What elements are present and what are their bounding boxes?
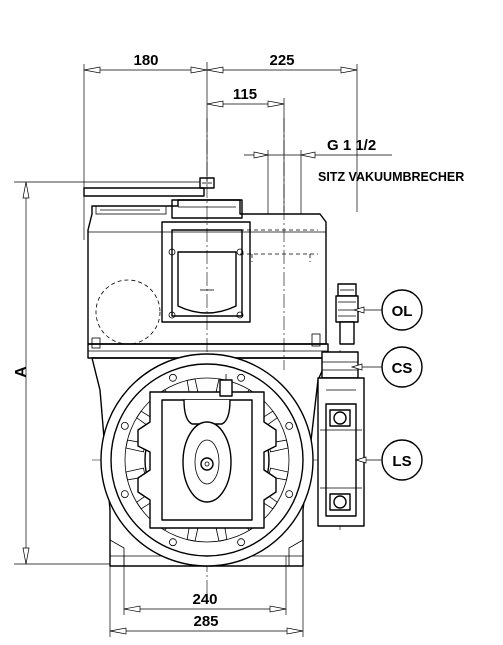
wheel-bolt-hole — [120, 421, 129, 430]
wheel-bolt-hole — [237, 538, 246, 547]
vacuum-breaker-valve — [335, 283, 359, 345]
dim-285: 285 — [193, 613, 218, 630]
callout-cs: CS — [381, 346, 423, 388]
callout-cs-label: CS — [392, 360, 413, 377]
handle-lever — [83, 177, 215, 197]
level-sight-glass — [317, 377, 365, 527]
callout-ol: OL — [381, 289, 423, 331]
dimension-labels: 180 225 115 G 1 1/2 SITZ VAKUUMBRECHER A… — [13, 52, 464, 630]
dimension-lines — [14, 62, 392, 637]
dim-240: 240 — [192, 591, 217, 608]
dim-115: 115 — [233, 86, 257, 103]
callout-leaders — [350, 306, 382, 464]
callout-ls: LS — [381, 439, 423, 481]
wheel-bolt-hole — [237, 373, 246, 382]
dim-180: 180 — [133, 52, 158, 69]
wheel-bolt-hole — [168, 373, 177, 382]
wheel-bolt-hole — [285, 421, 294, 430]
wheel-bolt-hole — [285, 490, 294, 499]
wheel-spoke — [125, 467, 146, 481]
connection-block — [321, 351, 359, 379]
impeller-wheel — [91, 353, 329, 567]
dim-225: 225 — [269, 52, 294, 69]
wheel-bolt-hole — [120, 490, 129, 499]
callout-ol-label: OL — [392, 303, 413, 320]
inlet-housing — [161, 199, 251, 323]
wheel-bolt-hole — [168, 538, 177, 547]
callout-ls-label: LS — [392, 453, 411, 470]
seat-note: SITZ VAKUUMBRECHER — [318, 170, 464, 184]
dim-thread: G 1 1/2 — [327, 137, 376, 154]
dim-height-a: A — [13, 366, 30, 378]
